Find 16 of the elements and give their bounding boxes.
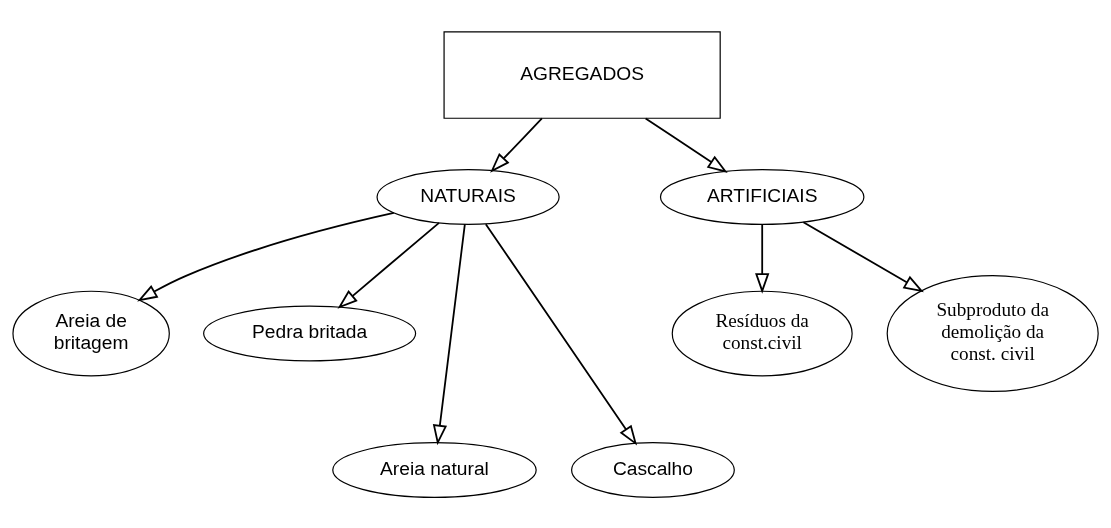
node-ellipse: Areia de britagem	[12, 290, 170, 376]
arrow	[755, 223, 770, 294]
arrow	[802, 220, 924, 292]
node-ellipse: Cascalho	[571, 441, 735, 498]
arrow	[137, 211, 395, 301]
arrow	[432, 222, 466, 445]
node-ellipse: Pedra britada	[203, 305, 417, 361]
arrow	[484, 222, 638, 446]
node-ellipse: Areia natural	[332, 441, 537, 498]
arrow	[490, 117, 543, 173]
arrow	[337, 221, 440, 309]
node-ellipse: NATURAIS	[376, 168, 560, 225]
node-box: AGREGADOS	[443, 30, 721, 119]
node-ellipse: ARTIFICIAIS	[659, 168, 865, 225]
node-ellipse: Resíduos da const.civil	[671, 290, 853, 376]
arrow	[644, 117, 728, 173]
